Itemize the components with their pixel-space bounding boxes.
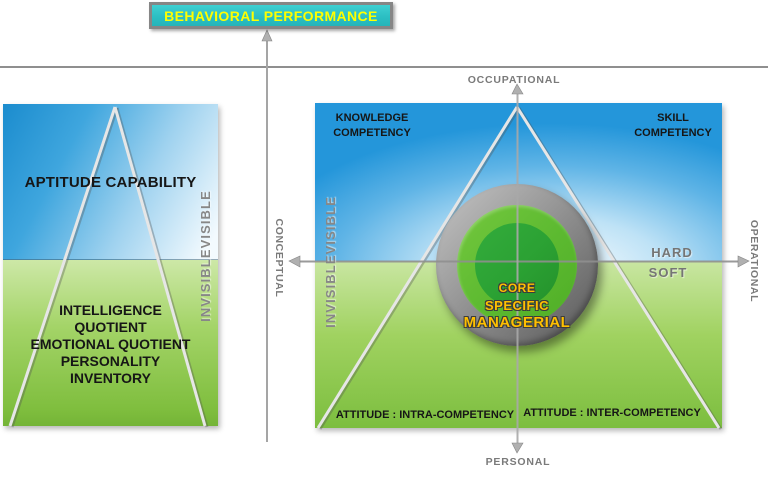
skill-competency-label: SKILL COMPETENCY bbox=[634, 112, 712, 139]
left-triangle-left-leg bbox=[8, 106, 117, 427]
aptitude-capability-label: APTITUDE CAPABILITY bbox=[24, 174, 197, 191]
managerial-ring-label: MANAGERIAL bbox=[463, 314, 571, 331]
iceberg-invisible-traits-text: INTELLIGENCE QUOTIENT EMOTIONAL QUOTIENT… bbox=[30, 302, 191, 386]
specific-ring-label: SPECIFIC bbox=[485, 298, 549, 313]
left-panel-visible-zone bbox=[3, 104, 218, 260]
top-horizontal-rule bbox=[0, 66, 768, 68]
down-arrowhead bbox=[511, 442, 524, 454]
attitude-intra-competency-label: ATTITUDE : INTRA-COMPETENCY bbox=[335, 409, 515, 421]
soft-label: SOFT bbox=[648, 265, 688, 280]
right-triangle-left-leg bbox=[316, 106, 519, 429]
left-triangle-right-leg bbox=[113, 106, 207, 427]
right-triangle-right-leg bbox=[515, 106, 721, 429]
left-arrowhead bbox=[288, 255, 301, 268]
hard-label: HARD bbox=[651, 245, 693, 260]
conceptual-axis-label: CONCEPTUAL bbox=[273, 218, 285, 298]
up-arrowhead bbox=[511, 83, 524, 95]
attitude-inter-competency-label: ATTITUDE : INTER-COMPETENCY bbox=[523, 407, 701, 419]
knowledge-competency-label: KNOWLEDGE COMPETENCY bbox=[333, 112, 411, 139]
title-arrowhead bbox=[261, 29, 273, 42]
occupational-axis-label: OCCUPATIONAL bbox=[467, 74, 561, 86]
behavioral-performance-label: BEHAVIORAL PERFORMANCE bbox=[164, 7, 378, 24]
right-arrowhead bbox=[737, 255, 750, 268]
behavioral-performance-box: BEHAVIORAL PERFORMANCE bbox=[149, 2, 393, 29]
operational-axis-label: OPERATIONAL bbox=[748, 219, 760, 303]
right-invisible-visible-label: INVISIBLEVISIBLE bbox=[323, 196, 338, 328]
left-invisible-visible-label: INVISIBLEVISIBLE bbox=[198, 190, 213, 322]
core-ring-label: CORE bbox=[498, 281, 536, 295]
personal-axis-label: PERSONAL bbox=[485, 456, 551, 468]
